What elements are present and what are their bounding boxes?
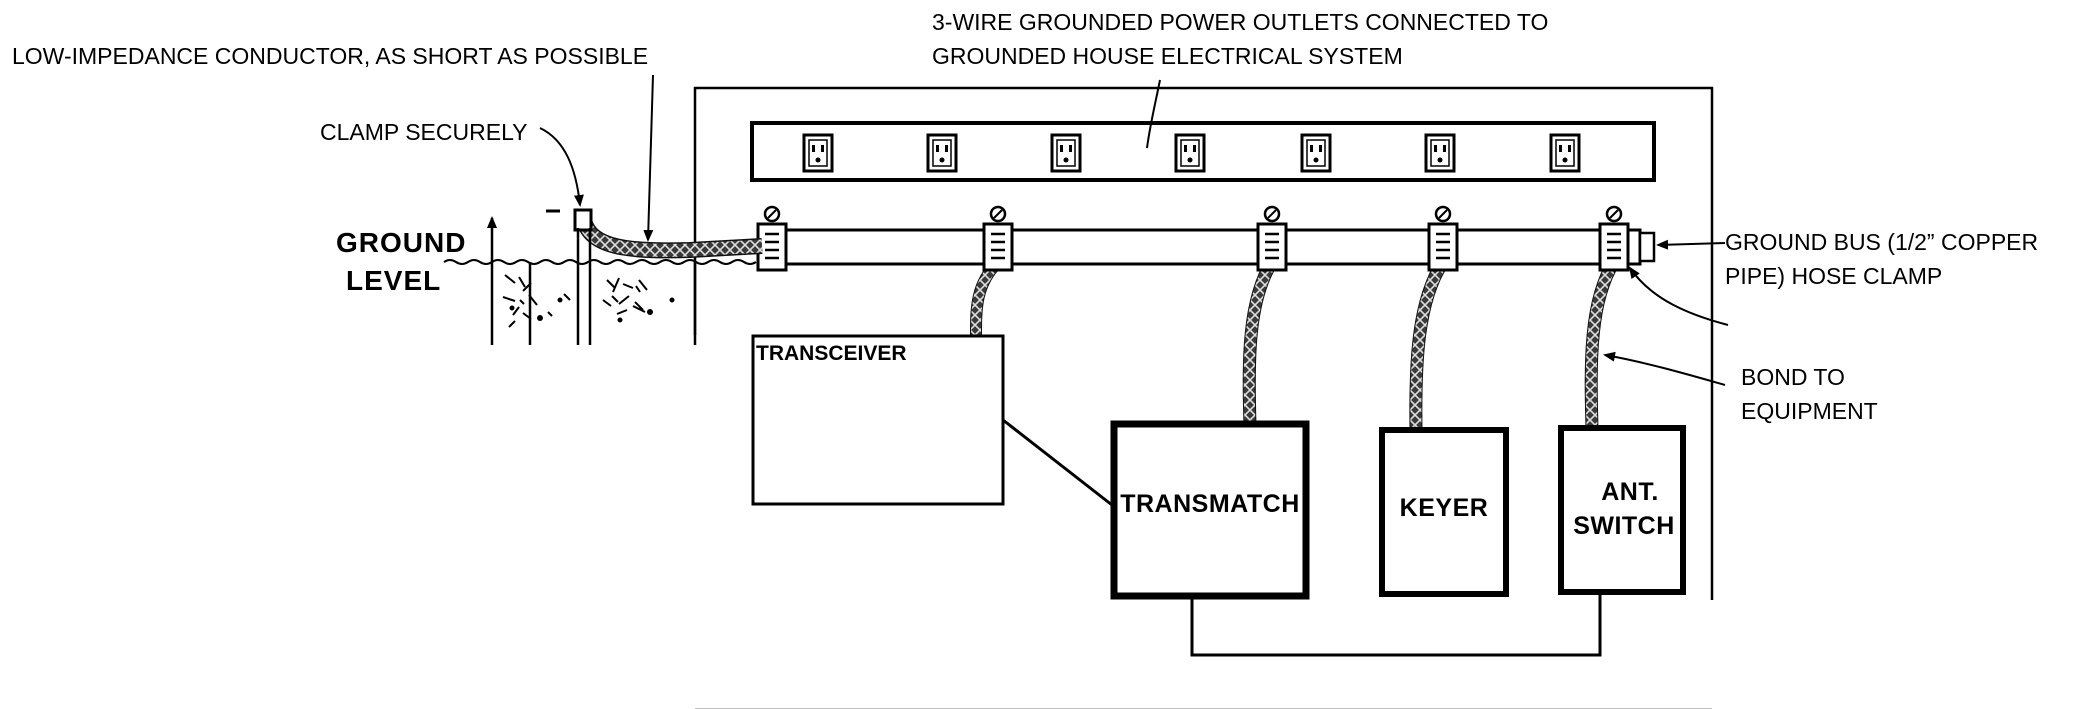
bond-leader-line	[1603, 351, 1726, 386]
hose-clamp-group	[756, 205, 1630, 272]
keyer-box	[1379, 427, 1509, 597]
ground-level-label-line2: LEVEL	[346, 265, 441, 296]
transmatch-label: TRANSMATCH	[1120, 490, 1300, 518]
bond-callout-line2: EQUIPMENT	[1741, 398, 1878, 424]
clamp-callout: CLAMP SECURELY	[320, 119, 528, 145]
outlets-leader-line	[1146, 79, 1161, 149]
ground-bus-leader-line	[1656, 239, 1726, 250]
hose-clamp	[756, 205, 788, 272]
conductor-leader-line	[643, 74, 654, 242]
outlets-callout-line2: GROUNDED HOUSE ELECTRICAL SYSTEM	[932, 43, 1403, 69]
bond-strap-keyer-braid	[1410, 258, 1448, 431]
ground-bus-pipe	[758, 228, 1642, 266]
clamp-leader-line	[539, 127, 584, 207]
ant-switch-box	[1558, 425, 1686, 595]
outlets-callout-line1: 3-WIRE GROUNDED POWER OUTLETS CONNECTED …	[932, 9, 1548, 35]
hose-clamp	[1256, 205, 1288, 272]
power-outlet	[1050, 133, 1082, 173]
power-outlet	[926, 133, 958, 173]
ground-rod-clamp	[573, 208, 593, 232]
ant-switch-label-line1: ANT.	[1601, 478, 1659, 506]
transmatch-to-ant-switch-cable	[1190, 594, 1602, 657]
bond-strap-transmatch-braid	[1243, 259, 1277, 426]
bond-callout-line1: BOND TO	[1741, 364, 1845, 390]
keyer-label: KEYER	[1400, 494, 1489, 522]
hose-clamp	[982, 205, 1014, 272]
conductor-callout: LOW-IMPEDANCE CONDUCTOR, AS SHORT AS POS…	[12, 43, 648, 69]
hose-clamp	[1427, 205, 1459, 272]
ground-bus-callout-line2: PIPE) HOSE CLAMP	[1725, 263, 1942, 289]
power-outlet	[1549, 133, 1581, 173]
power-outlet	[802, 133, 834, 173]
power-outlet	[1300, 133, 1332, 173]
soil-dots	[509, 297, 675, 323]
operating-area-frame	[693, 86, 1714, 600]
transceiver-label: TRANSCEIVER	[756, 342, 907, 365]
hose-clamp	[1598, 205, 1630, 272]
soil-texture	[502, 274, 648, 328]
hose-clamp-leader-line	[1628, 266, 1729, 326]
bond-strap-ant-switch-braid	[1585, 259, 1619, 429]
power-outlet	[1174, 133, 1206, 173]
power-outlet	[1424, 133, 1456, 173]
ground-level-line	[443, 259, 757, 265]
outlet-group	[802, 133, 1581, 173]
ground-bus-end-cap	[1638, 231, 1656, 263]
ground-level-label-line1: GROUND	[336, 227, 466, 258]
ant-switch-label-line2: SWITCH	[1573, 512, 1675, 540]
transmatch-box	[1110, 420, 1310, 600]
low-impedance-conductor-braid	[577, 217, 763, 257]
ground-bus-callout-line1: GROUND BUS (1/2” COPPER	[1725, 229, 2038, 255]
transceiver-to-transmatch-cable	[1002, 418, 1113, 507]
